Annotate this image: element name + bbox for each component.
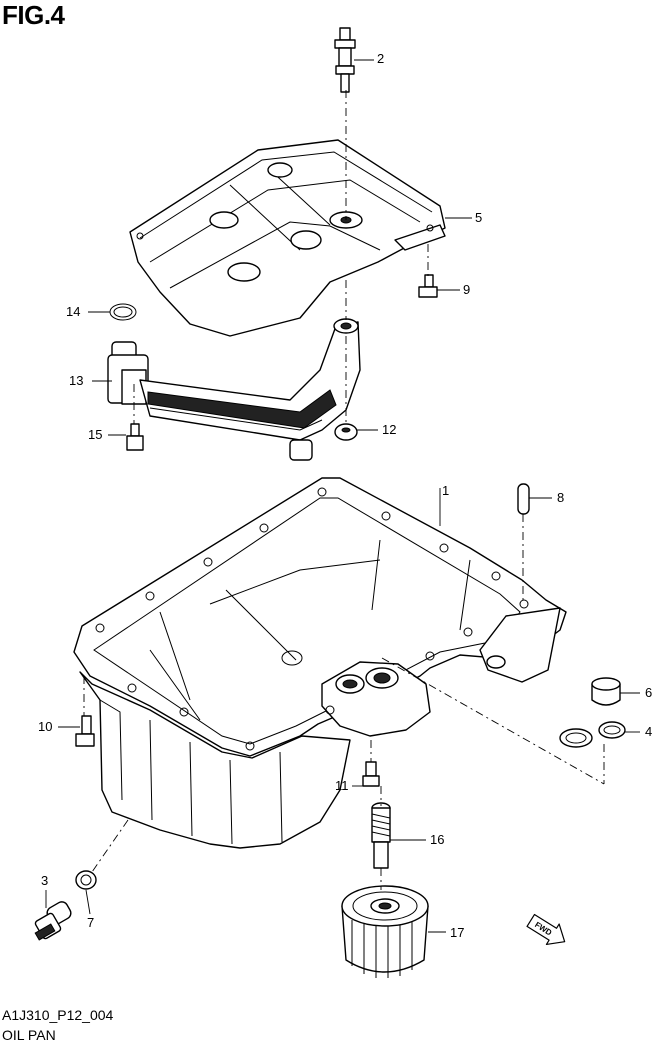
part-16-stud <box>371 802 391 869</box>
assembly-center-lines <box>83 90 605 890</box>
callout-7: 7 <box>87 915 95 930</box>
callout-15: 15 <box>88 427 103 442</box>
callout-4: 4 <box>645 724 653 739</box>
forward-direction-arrow-icon: FWD <box>526 913 566 946</box>
callout-12: 12 <box>382 422 397 437</box>
part-7-gasket <box>75 870 97 890</box>
figure-name: OIL PAN <box>2 1027 56 1043</box>
part-8-dowel-pin <box>517 483 530 515</box>
callout-3: 3 <box>41 873 49 888</box>
figure-code: A1J310_P12_004 <box>2 1007 114 1023</box>
part-12-nut <box>334 423 358 441</box>
part-3-drain-plug <box>34 901 72 941</box>
callout-5: 5 <box>475 210 483 225</box>
part-5-baffle-plate <box>129 139 446 337</box>
part-2-bolt <box>334 27 356 93</box>
part-1-oil-pan <box>73 477 567 849</box>
callout-14: 14 <box>66 304 81 319</box>
part-11-bolt <box>362 761 380 787</box>
figure-title: FIG.4 <box>2 0 65 30</box>
callout-8: 8 <box>557 490 565 505</box>
callout-2: 2 <box>377 51 385 66</box>
part-9-bolt <box>418 274 438 298</box>
callout-10: 10 <box>38 719 53 734</box>
callout-1: 1 <box>442 483 450 498</box>
callout-17: 17 <box>450 925 465 940</box>
part-10-bolt <box>75 715 95 747</box>
part-13-oil-strainer <box>107 318 361 461</box>
flange-bolt-holes <box>95 487 529 751</box>
callout-leader-lines <box>45 59 640 933</box>
callout-6: 6 <box>645 685 653 700</box>
part-6-plug <box>591 677 621 706</box>
part-4-gasket <box>559 721 626 748</box>
callout-11: 11 <box>335 778 349 793</box>
callout-13: 13 <box>69 373 84 388</box>
part-17-oil-filter <box>341 885 429 978</box>
callout-9: 9 <box>463 282 471 297</box>
part-15-bolt <box>126 423 144 451</box>
part-14-o-ring <box>109 303 137 321</box>
callout-16: 16 <box>430 832 445 847</box>
